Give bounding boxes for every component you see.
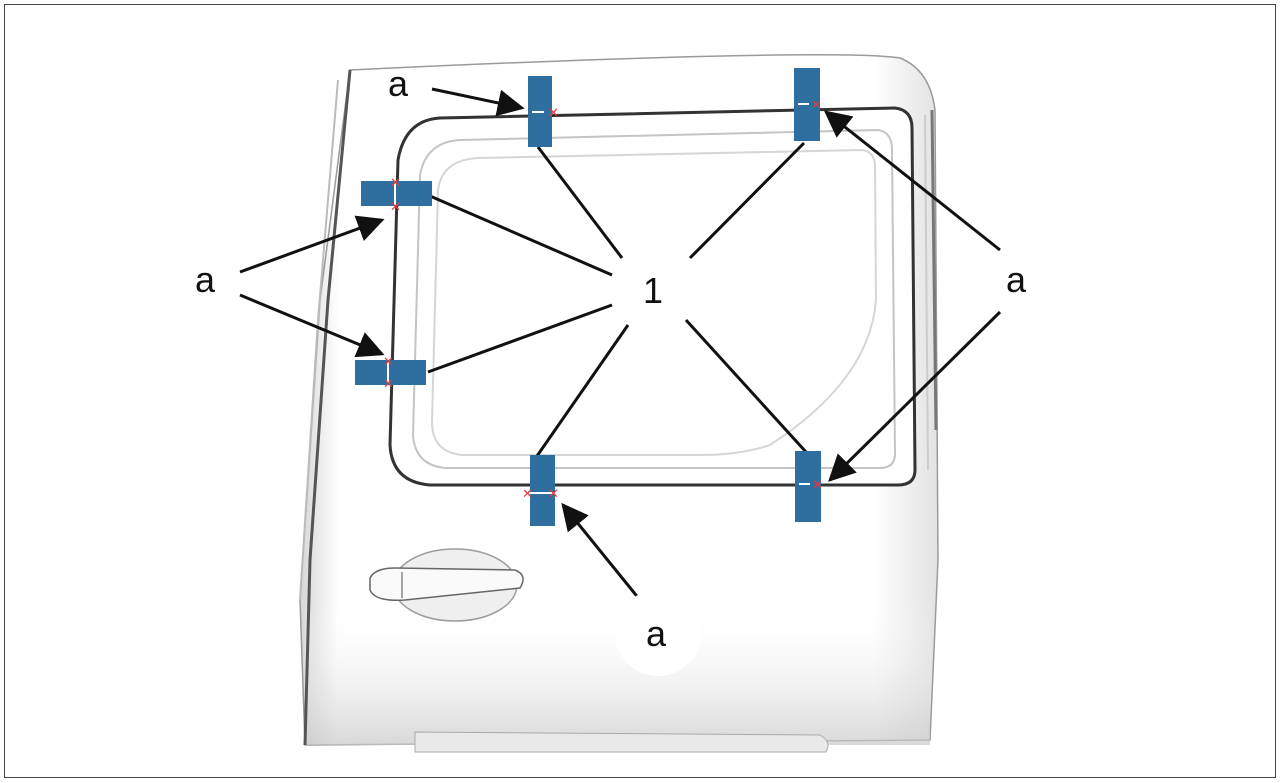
tape-bottom-center: ✕ ✕ [522, 455, 559, 526]
cut-mark-icon: ✕ [548, 105, 559, 120]
callout-arrows [239, 87, 1002, 601]
cut-mark-icon: ✕ [522, 486, 533, 501]
bottom-marker-background [615, 590, 701, 676]
cut-mark-icon: ✕ [548, 486, 559, 501]
cut-mark-icon: ✕ [390, 199, 401, 214]
part-label-background [621, 256, 689, 324]
cut-mark-icon: ✕ [811, 97, 822, 112]
tape-top-right: ✕ [794, 68, 822, 141]
tape-bottom-right: ✕ [795, 451, 823, 522]
leader-lines [427, 141, 808, 457]
tape-strip [361, 181, 432, 206]
marker-label-bottom: a [646, 613, 667, 654]
part-number-label: 1 [643, 270, 663, 311]
tape-strip [530, 455, 555, 526]
door-handle [369, 548, 524, 622]
cut-mark-icon: ✕ [383, 354, 394, 369]
cut-mark-icon: ✕ [812, 477, 823, 492]
tape-strip [355, 360, 426, 385]
tape-left-lower: ✕ ✕ [355, 354, 426, 391]
tape-left-upper: ✕ ✕ [361, 175, 432, 214]
marker-label-top: a [388, 63, 409, 104]
marker-label-right: a [1006, 259, 1027, 300]
tape-top-left: ✕ [528, 76, 559, 147]
marker-label-left: a [195, 259, 216, 300]
cut-mark-icon: ✕ [383, 376, 394, 391]
tape-strip [795, 451, 821, 522]
cut-mark-icon: ✕ [390, 175, 401, 190]
